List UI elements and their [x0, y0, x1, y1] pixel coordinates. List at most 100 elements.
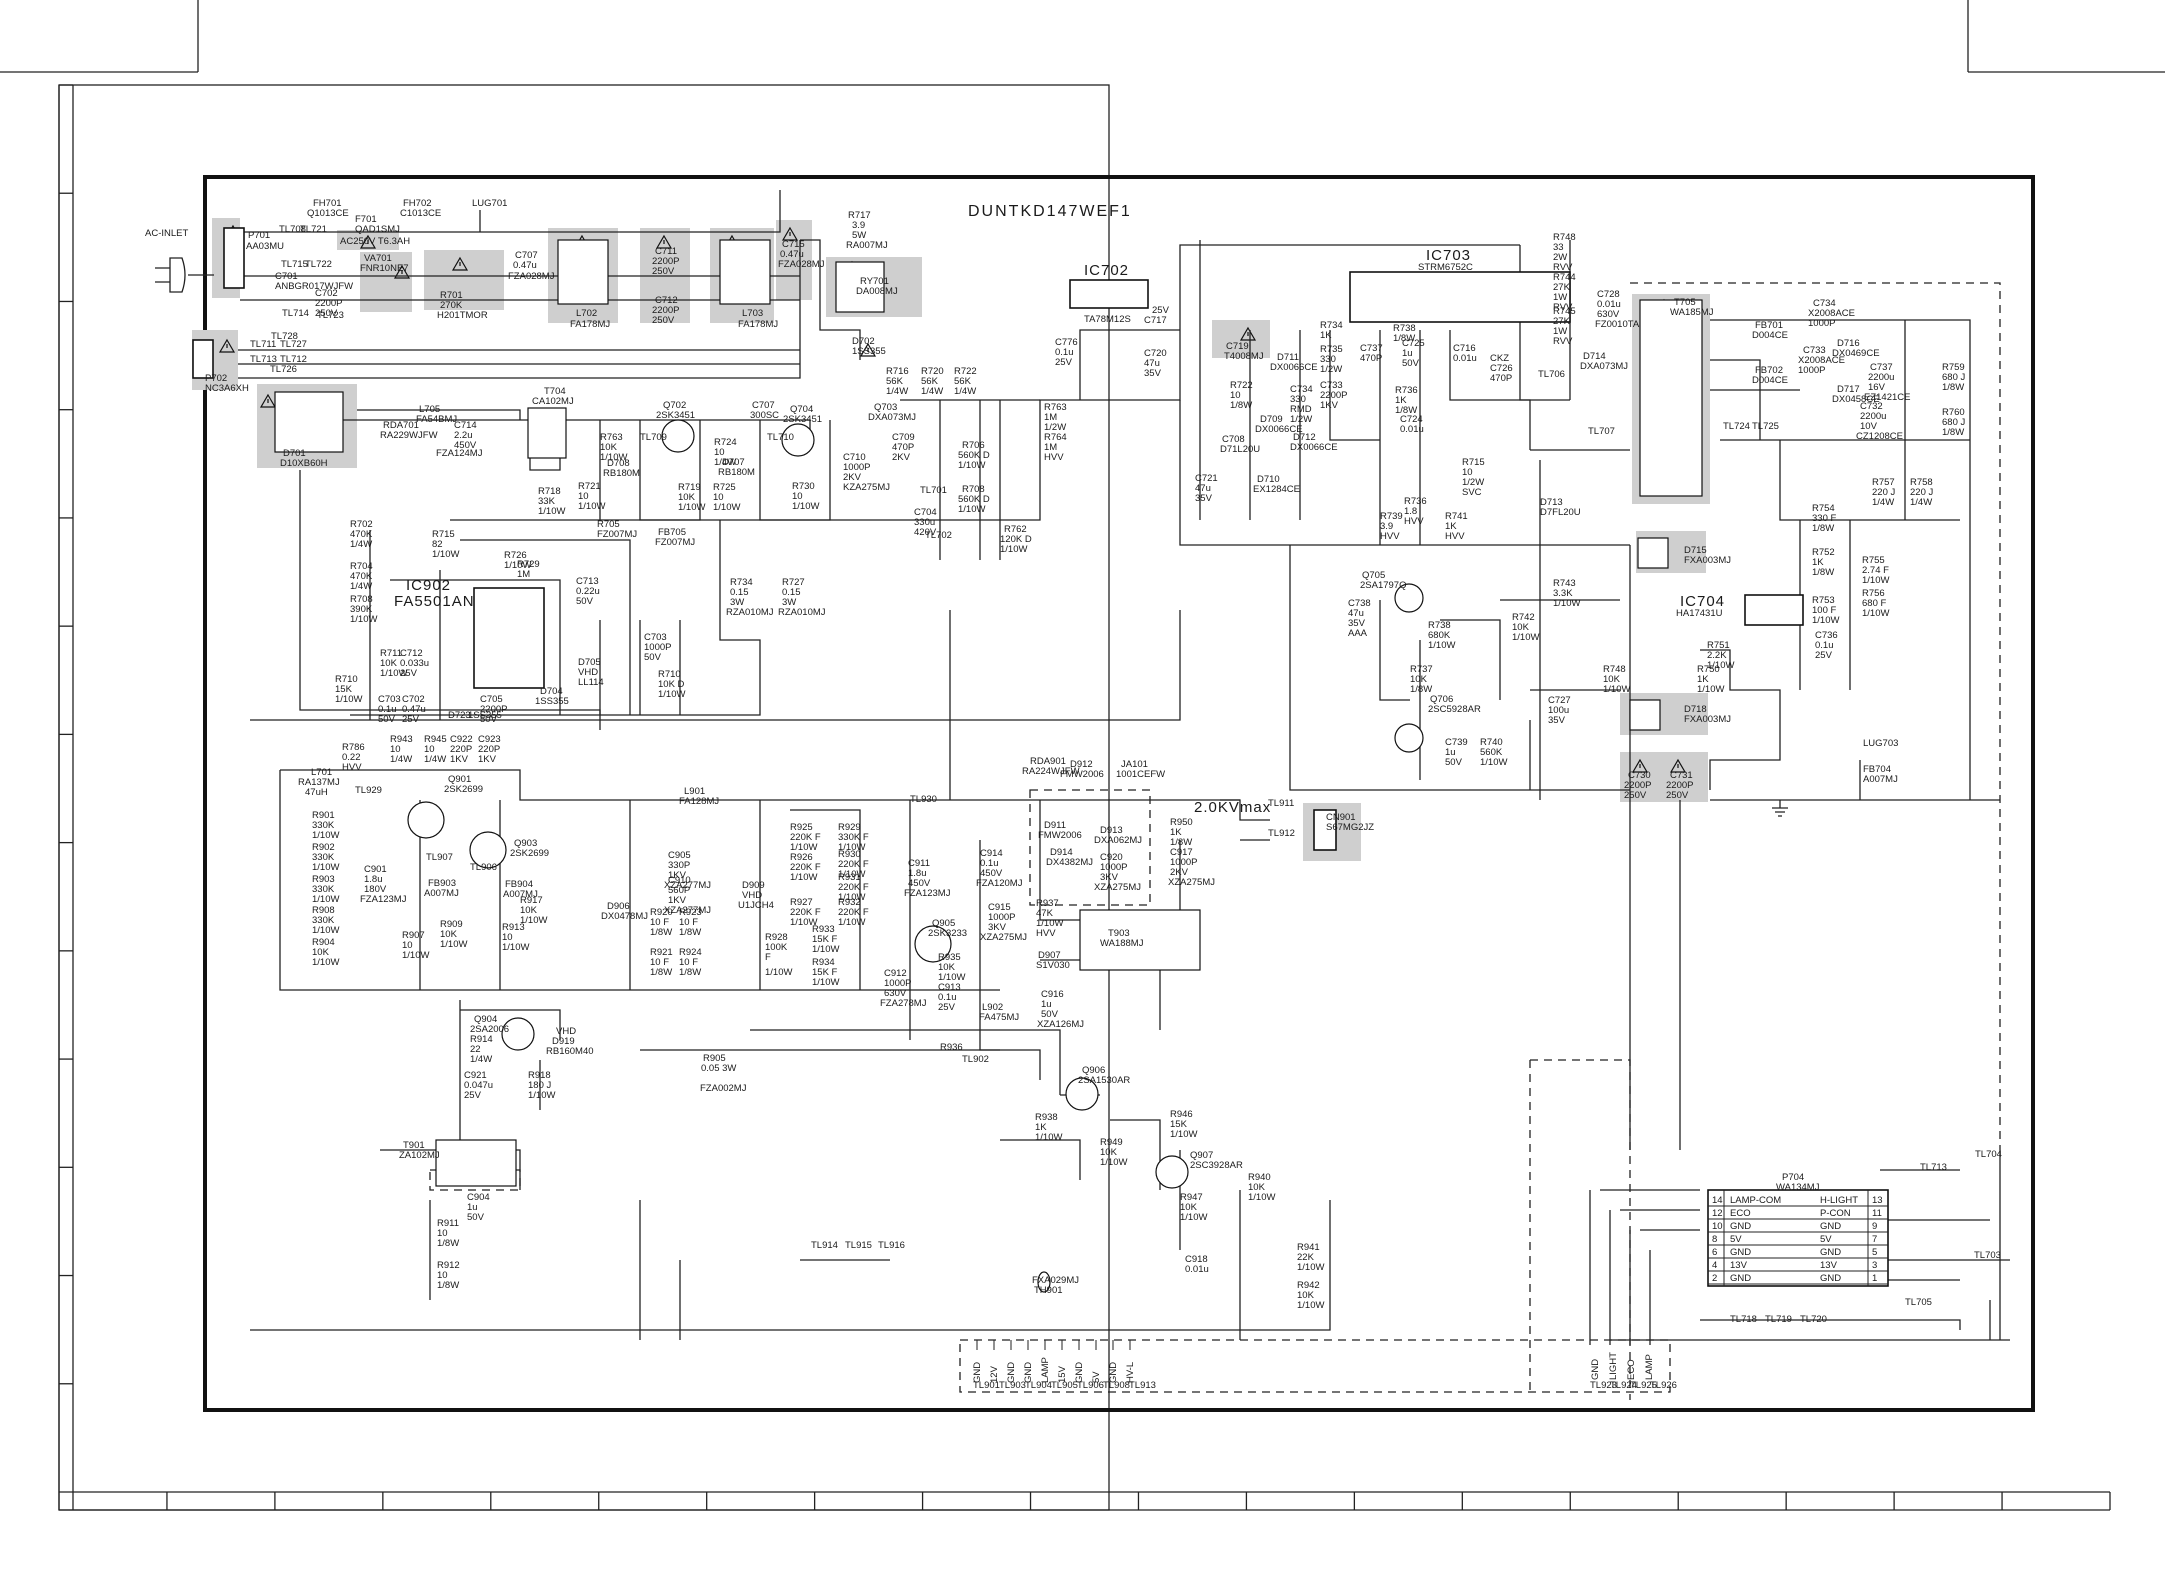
component-label: 1000P	[644, 642, 671, 653]
component-label: C733	[1803, 345, 1826, 356]
component-label: 450V	[908, 878, 931, 889]
component-label: 300SC	[750, 410, 779, 421]
component-label: 0.047u	[464, 1080, 493, 1091]
component-label: 1/10W	[958, 504, 985, 515]
component-label: 1M	[517, 569, 530, 580]
component-label: 1.8	[1404, 506, 1417, 517]
p704-left-name: GND	[1730, 1273, 1751, 1284]
component-label: R903	[312, 874, 335, 885]
component-label: 330K F	[838, 832, 869, 843]
component-label: R715	[1462, 457, 1485, 468]
component-label: TL710	[767, 432, 794, 443]
component-label: XZA126MJ	[1037, 1019, 1084, 1030]
component-label: WA188MJ	[1100, 938, 1144, 949]
component-label: 3.9	[852, 220, 865, 231]
component-label: RY701	[860, 276, 889, 287]
component-label: 1/10W	[1862, 575, 1889, 586]
grid-column-ticks	[166, 1492, 2003, 1510]
component-label: XZA275MJ	[1168, 877, 1215, 888]
component-label: D914	[1050, 847, 1073, 858]
component-label: R901	[312, 810, 335, 821]
component-label: 470P	[1360, 353, 1382, 364]
component-label: D919	[552, 1036, 575, 1047]
component-label: 1/10W	[312, 862, 339, 873]
component-label: 1/8W	[1170, 837, 1192, 848]
component-label: 1K	[1170, 827, 1182, 838]
component-label: R763	[600, 432, 623, 443]
warning-icon	[1631, 758, 1649, 773]
component-label: 1KV	[668, 895, 687, 906]
component-label: 1KV	[478, 754, 497, 765]
component-label: C922	[450, 734, 473, 745]
component-label: 1u	[1402, 348, 1413, 359]
bottom-pin-label: 15V	[1057, 1365, 1068, 1383]
component-label: TL726	[270, 364, 297, 375]
component-label: D913	[1100, 825, 1123, 836]
component-label: DXA073MJ	[868, 412, 916, 423]
component-label: 2KV	[1170, 867, 1189, 878]
component-label: R947	[1180, 1192, 1203, 1203]
right-pin-label: ECO	[1626, 1359, 1637, 1380]
component-label: 1/8W	[1812, 567, 1834, 578]
component-label: 1/4W	[714, 457, 736, 468]
component-label: F701	[355, 214, 377, 225]
bottom-pin-label: GND	[1023, 1362, 1034, 1383]
component-label: R748	[1603, 664, 1626, 675]
component-label: FZA002MJ	[700, 1083, 747, 1094]
ic704-part: HA17431U	[1676, 608, 1723, 619]
component-label: R719	[678, 482, 701, 493]
component-label: TL914	[811, 1240, 838, 1251]
component-label: AA03MU	[246, 241, 284, 252]
component-label: 10K	[1297, 1290, 1315, 1301]
component-label: RA229WJFW	[380, 430, 438, 441]
component-label: TL929	[355, 785, 382, 796]
component-label: Q905	[932, 918, 955, 929]
component-label: D705	[578, 657, 601, 668]
component-label: FZA123MJ	[904, 888, 951, 899]
component-label: 10	[714, 447, 725, 458]
component-label: H201TMOR	[437, 310, 488, 321]
p704-left-name: ECO	[1730, 1208, 1751, 1219]
component-label: C923	[478, 734, 501, 745]
component-label: 250V	[652, 266, 675, 277]
component-label: TL704	[1975, 1149, 2002, 1160]
component-label: EX1284CE	[1253, 484, 1300, 495]
component-label: 2200P	[1624, 780, 1651, 791]
component-label: 220K F	[790, 862, 821, 873]
component-label: 10K	[520, 905, 538, 916]
component-label: LUG703	[1863, 738, 1898, 749]
component-label: TL714	[282, 308, 309, 319]
component-label: 1/10W	[658, 689, 685, 700]
ic902-ref: IC902	[406, 577, 451, 594]
ic702-ref: IC702	[1084, 262, 1129, 279]
p704-ref: P704	[1782, 1172, 1804, 1183]
component-label: 250V	[1624, 790, 1647, 801]
component-label: 0.1u	[378, 704, 397, 715]
component-label: 330	[1290, 394, 1306, 405]
component-label: C913	[938, 982, 961, 993]
component-label: R701	[440, 290, 463, 301]
component-label: 15K	[1170, 1119, 1188, 1130]
component-label: C910	[668, 875, 691, 886]
component-label: TL723	[317, 310, 344, 321]
warning-icon	[1669, 758, 1687, 773]
component-label: 0.47u	[513, 260, 537, 271]
component-label: U1JCH4	[738, 900, 774, 911]
component-label: 560K D	[958, 494, 990, 505]
component-label: Q705	[1362, 570, 1385, 581]
component-label: RDA701	[383, 420, 419, 431]
component-label: VHD	[556, 1026, 576, 1037]
component-label: 330u	[914, 517, 935, 528]
component-label: 1SS355	[468, 710, 502, 721]
component-label: 2.2u	[454, 430, 473, 441]
component-label: FA128MJ	[679, 796, 719, 807]
component-label: L703	[742, 308, 763, 319]
component-label: D7FL20U	[1540, 507, 1581, 518]
component-label: FZA124MJ	[436, 448, 483, 459]
component-label: 330	[1320, 354, 1336, 365]
component-label: 1/10W	[790, 872, 817, 883]
component-label: 100u	[1548, 705, 1569, 716]
bottom-pin-label: 12V	[989, 1365, 1000, 1383]
component-label: 35V	[1348, 618, 1366, 629]
